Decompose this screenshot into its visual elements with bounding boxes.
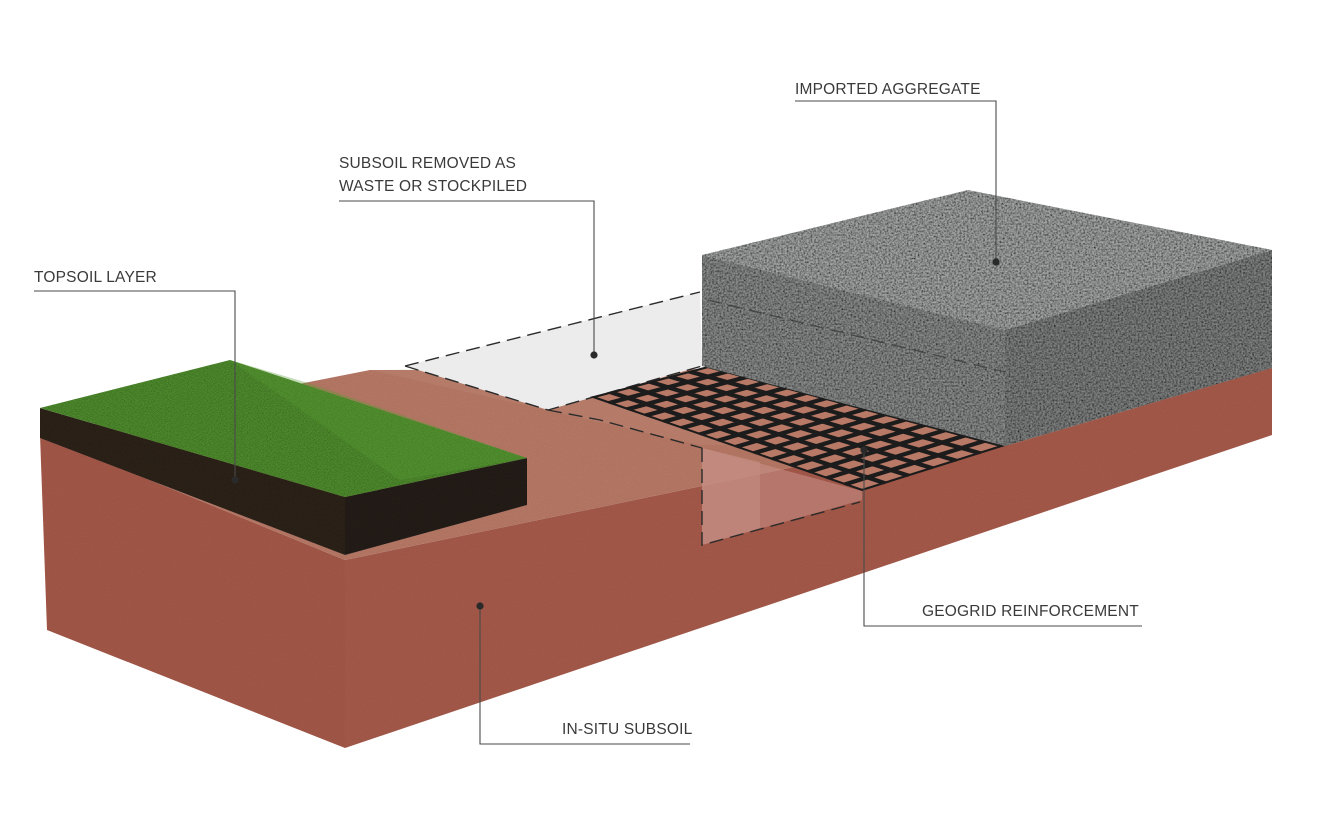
subsoil-left-face [40, 435, 345, 748]
callout-topsoil-layer: TOPSOIL LAYER [34, 269, 239, 484]
aggregate-front-face [702, 255, 1005, 446]
excavation-top [405, 292, 702, 410]
label-imported-aggregate: IMPORTED AGGREGATE [795, 81, 981, 98]
topsoil-block [40, 360, 527, 555]
label-geogrid-reinforcement: GEOGRID REINFORCEMENT [922, 603, 1139, 620]
geogrid-strand [648, 379, 935, 471]
geogrid-strand [687, 369, 982, 456]
callout-in-situ-subsoil: IN-SITU SUBSOIL [476, 602, 693, 745]
topsoil-side-face [345, 458, 527, 555]
label-in-situ-subsoil: IN-SITU SUBSOIL [562, 721, 693, 738]
callout-geogrid-reinforcement: GEOGRID REINFORCEMENT [860, 446, 1142, 627]
topsoil-front-face [40, 408, 345, 555]
geogrid-strand [628, 384, 911, 479]
excavation-area [404, 291, 862, 546]
grass-top-face [40, 360, 527, 497]
callout-imported-aggregate: IMPORTED AGGREGATE [795, 81, 1000, 266]
label-topsoil-layer: TOPSOIL LAYER [34, 269, 157, 286]
geogrid-strand [668, 374, 958, 464]
subsoil-right-face [345, 368, 1272, 748]
aggregate-side-face [1005, 250, 1272, 446]
aggregate-top-face [702, 190, 1272, 330]
geogrid-mesh [590, 366, 1005, 491]
label-subsoil-removed-line2: WASTE OR STOCKPILED [339, 178, 527, 195]
aggregate-block [702, 190, 1272, 446]
label-subsoil-removed-line1: SUBSOIL REMOVED AS [339, 155, 516, 172]
geogrid-strand [609, 389, 887, 486]
callout-subsoil-removed: SUBSOIL REMOVED AS WASTE OR STOCKPILED [339, 155, 598, 359]
